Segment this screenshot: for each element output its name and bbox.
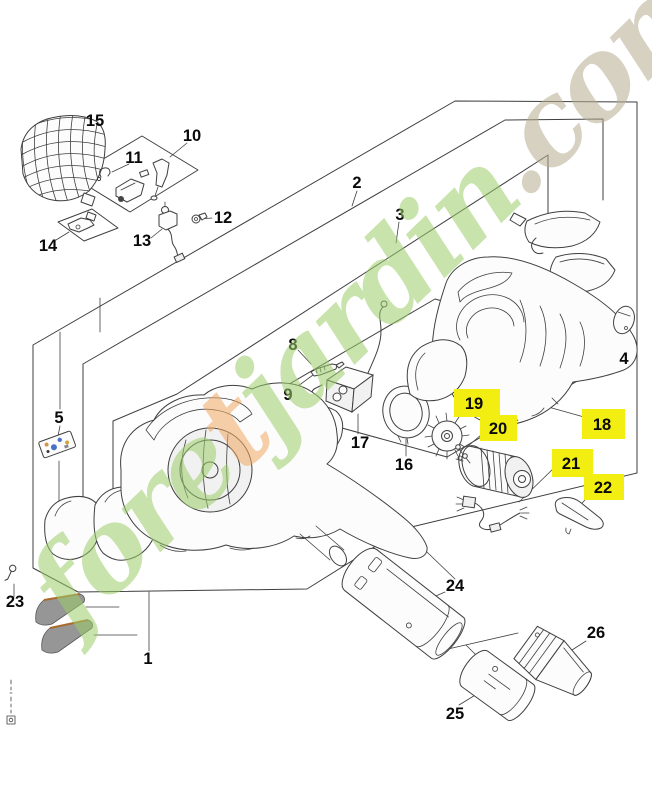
part-callout-20[interactable]: 20 [480, 415, 517, 441]
part-label-3[interactable]: 3 [395, 206, 404, 224]
motor-part [455, 445, 534, 498]
part-label-10[interactable]: 10 [183, 127, 201, 145]
part-label-16[interactable]: 16 [395, 456, 413, 474]
bracket-part [67, 211, 97, 233]
part-callout-18[interactable]: 18 [582, 409, 625, 439]
blower-tube-part [341, 547, 466, 660]
highlight-box-19 [454, 389, 500, 417]
part-callout-19[interactable]: 19 [454, 389, 500, 417]
nozzle-part-26 [513, 625, 592, 696]
vane-parts [35, 593, 93, 654]
part-label-19: 19 [465, 395, 483, 413]
fan-wheel-part [424, 412, 470, 460]
part-label-11[interactable]: 11 [125, 149, 142, 167]
highlight-box-18 [582, 409, 625, 439]
part-label-18: 18 [593, 416, 611, 434]
trigger-group-parts [96, 158, 170, 203]
part-label-4[interactable]: 4 [619, 350, 629, 368]
highlight-box-21 [552, 449, 593, 477]
nozzle-part-25 [459, 649, 536, 721]
switch-wire-part [158, 201, 186, 264]
motor-screws-part [455, 444, 471, 464]
part-label-17[interactable]: 17 [351, 434, 369, 452]
part-label-25[interactable]: 25 [446, 705, 464, 723]
blower-body-left-half [44, 382, 428, 567]
part-label-15[interactable]: 15 [86, 112, 104, 130]
part-label-2[interactable]: 2 [352, 174, 361, 192]
screw-part-23 [4, 564, 17, 581]
clip-part [191, 212, 208, 224]
housing-cover-parts [509, 210, 616, 293]
part-label-26[interactable]: 26 [587, 624, 605, 642]
part-label-5[interactable]: 5 [54, 409, 63, 427]
switch-module-part [311, 300, 388, 414]
highlight-box-22 [584, 474, 624, 500]
part-label-23[interactable]: 23 [6, 593, 24, 611]
screw-part-9 [310, 361, 345, 377]
part-label-8[interactable]: 8 [288, 336, 297, 354]
intake-screen-part [20, 115, 106, 207]
part-callouts: 1 2 3 4 5 8 9 10 11 12 13 14 15 16 17 23… [6, 112, 630, 723]
part-label-22: 22 [594, 479, 612, 497]
part-label-24[interactable]: 24 [446, 577, 465, 595]
part-label-20: 20 [489, 420, 507, 438]
part-callout-22[interactable]: 22 [584, 474, 624, 500]
wiring-harness-part [455, 495, 530, 533]
part-label-13[interactable]: 13 [133, 232, 151, 250]
info-sticker-part [38, 430, 76, 459]
oval-cap-part [613, 305, 635, 335]
part-label-14[interactable]: 14 [39, 237, 58, 255]
part-label-1[interactable]: 1 [143, 650, 152, 668]
cover-scoop-part [554, 497, 604, 535]
part-callout-21[interactable]: 21 [552, 449, 593, 477]
highlight-box-20 [480, 415, 517, 441]
part-label-12[interactable]: 12 [214, 209, 232, 227]
part-label-9[interactable]: 9 [283, 386, 292, 404]
part-label-21: 21 [562, 455, 580, 473]
vertical-code-marks [6, 679, 16, 725]
